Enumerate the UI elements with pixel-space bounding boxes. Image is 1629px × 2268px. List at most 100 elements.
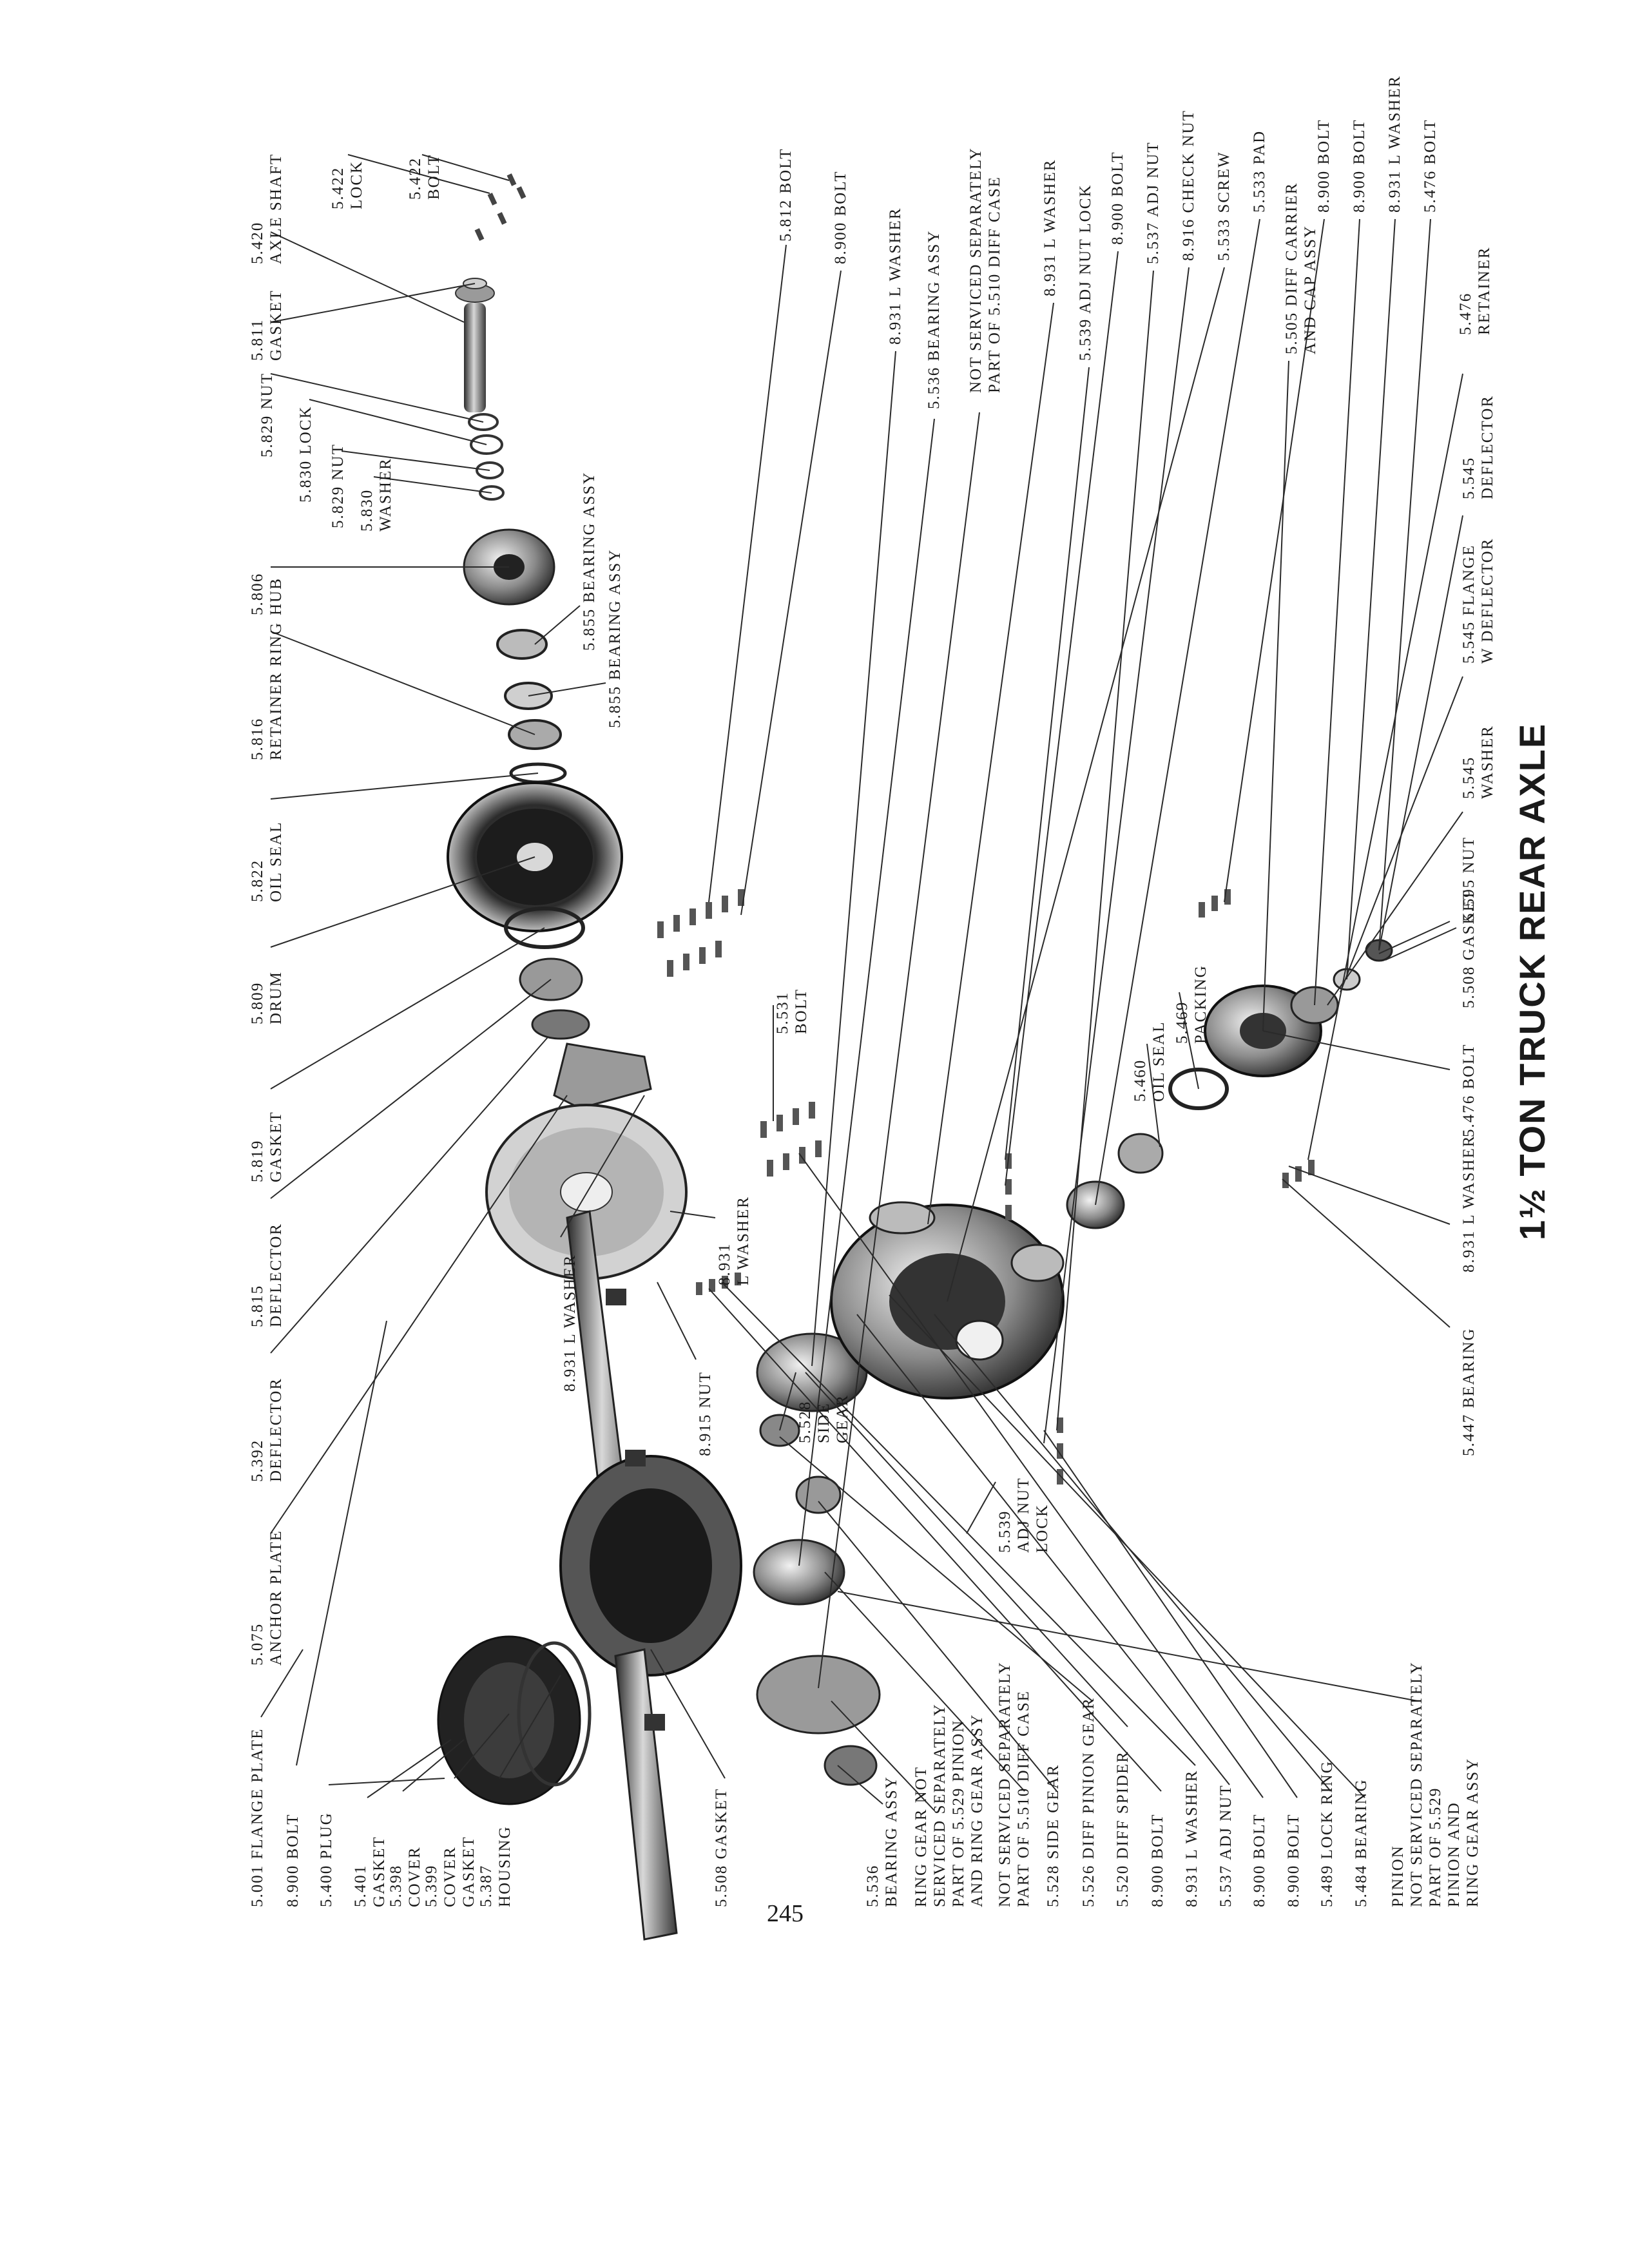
callout-line: 5.830 LOCK — [297, 405, 314, 503]
part-callout: 5.489 LOCK RING — [1318, 1760, 1336, 1907]
leader-line — [1378, 515, 1463, 951]
leader-line — [528, 682, 606, 697]
differential-gears-part — [753, 1332, 881, 1786]
leader-line — [779, 1372, 796, 1431]
callout-line: HOUSING — [496, 1825, 514, 1908]
leader-line — [1005, 251, 1119, 1186]
callout-line: BOLT — [425, 154, 443, 200]
leader-line — [373, 476, 492, 494]
callout-line: NOT SERVICED SEPARATELY — [967, 147, 985, 393]
bolt-sets-part — [657, 889, 1315, 1485]
leader-line — [402, 1739, 465, 1792]
callout-line: 5.508 GASKET — [1460, 889, 1478, 1008]
leader-line — [270, 283, 476, 323]
leader-line — [798, 1153, 1264, 1798]
callout-line: SERVICED SEPARATELY — [931, 1703, 949, 1907]
callout-line: 5.537 ADJ NUT — [1144, 141, 1162, 264]
leader-line — [454, 1713, 510, 1779]
part-callout: 5.812 BOLT — [776, 148, 795, 242]
page-number: 245 — [767, 1900, 804, 1927]
leader-lines — [260, 154, 1463, 1811]
callout-line: 5.422 — [407, 157, 424, 200]
part-callout: 5.855 BEARING ASSY — [580, 472, 599, 651]
part-callout: 5.528 SIDE GEAR — [1044, 1764, 1063, 1907]
callout-line: RETAINER — [1476, 246, 1493, 335]
callout-line: 5.505 DIFF CARRIER — [1283, 182, 1300, 354]
leader-line — [708, 1288, 1162, 1792]
callout-line: 8.931 L WASHER — [1460, 1135, 1478, 1273]
callout-line: 5.526 DIFF PINION GEAR — [1080, 1697, 1097, 1907]
leader-line — [270, 773, 539, 800]
callout-line: NOT SERVICED SEPARATELY — [996, 1661, 1014, 1907]
callout-line: PINION — [1389, 1845, 1407, 1907]
leader-line — [1043, 267, 1190, 1444]
leader-line — [421, 154, 510, 181]
callout-line: COVER — [441, 1846, 459, 1907]
leader-line — [1262, 360, 1289, 1032]
callout-line: 5.855 BEARING ASSY — [581, 471, 598, 651]
leader-line — [270, 373, 484, 423]
leader-line — [534, 605, 581, 645]
callout-line: 5.811 — [249, 318, 266, 361]
part-callout: 8.900 BOLT — [1284, 1814, 1303, 1907]
callout-line: 8.900 BOLT — [1315, 119, 1333, 213]
leader-line — [270, 631, 535, 735]
leader-line — [1288, 1166, 1451, 1225]
leader-line — [837, 1765, 883, 1805]
part-callout: 5.476 BOLT — [1460, 1044, 1478, 1137]
callout-line: 5.460 — [1132, 1059, 1149, 1102]
hub-nuts-part — [468, 413, 505, 501]
leader-line — [270, 856, 535, 948]
callout-line: 5.822 — [249, 859, 266, 902]
part-callout: 5.400 PLUG — [317, 1812, 336, 1907]
callout-line: OIL SEAL — [1150, 1021, 1168, 1102]
part-callout: 5.001 FLANGE PLATE — [248, 1728, 267, 1907]
part-callout: 8.915 NUT — [696, 1371, 715, 1456]
callout-line: W DEFLECTOR — [1479, 537, 1496, 664]
leader-line — [347, 154, 490, 194]
callout-line: 5.422 — [329, 166, 347, 209]
part-callout: 5.855 BEARING ASSY — [606, 549, 624, 728]
leader-line — [1224, 218, 1325, 903]
part-callout: 8.900 BOLT — [1315, 119, 1333, 213]
callout-line: 5.830 — [358, 488, 376, 532]
callout-line: AXLE SHAFT — [267, 153, 285, 264]
leader-line — [1095, 218, 1260, 1206]
callout-line: 5.829 NUT — [329, 443, 347, 528]
leader-line — [270, 927, 545, 1090]
part-callout: 5.508 GASKET — [712, 1788, 731, 1907]
part-callout: 5.484 BEARING — [1352, 1778, 1371, 1907]
leader-line — [818, 412, 980, 1689]
callout-line: WASHER — [377, 457, 394, 532]
callout-line: RING GEAR NOT — [912, 1765, 930, 1907]
callout-line: 5.476 BOLT — [1460, 1043, 1478, 1137]
callout-line: 5.545 FLANGE — [1460, 544, 1478, 664]
callout-line: 5.392 — [249, 1439, 266, 1482]
callout-line: BEARING ASSY — [883, 1776, 900, 1907]
callout-line: 8.916 CHECK NUT — [1180, 110, 1197, 261]
leader-line — [831, 1700, 935, 1811]
leader-line — [367, 1739, 452, 1798]
axle-shaft-part — [455, 278, 495, 412]
part-callout: 5.476 BOLT — [1421, 119, 1440, 213]
part-callout: 8.931 L WASHER — [561, 1254, 579, 1392]
axle-housing-part — [559, 1210, 742, 1941]
leader-line — [1346, 218, 1396, 980]
callout-line: 8.900 BOLT — [1351, 119, 1368, 213]
housing-cover-part — [437, 1635, 592, 1805]
leader-line — [1282, 1178, 1451, 1328]
leader-line — [856, 1314, 1230, 1785]
callout-line: HUB — [267, 577, 285, 615]
part-callout: 5.829 NUT — [329, 443, 347, 528]
callout-line: 5.469 — [1173, 1001, 1191, 1044]
